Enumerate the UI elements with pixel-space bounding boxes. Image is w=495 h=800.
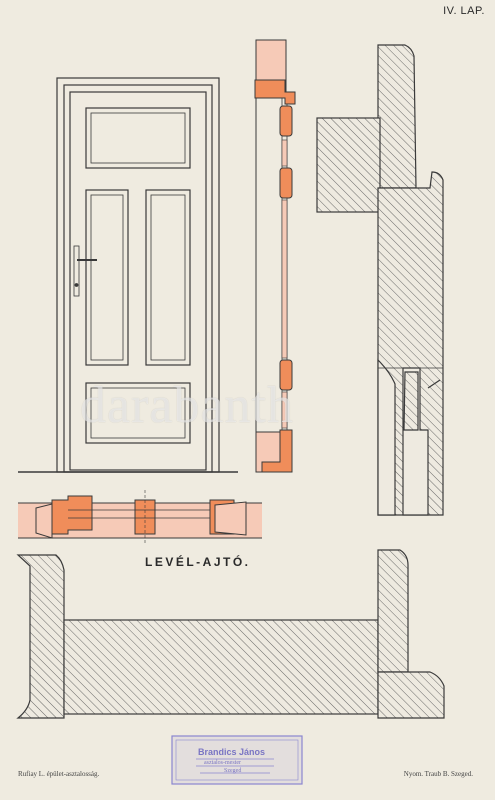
vertical-section — [254, 39, 296, 473]
door-elevation — [18, 77, 238, 473]
stamp-line-2: Szeged — [224, 768, 242, 774]
large-horizontal-detail — [16, 549, 445, 719]
keyhole — [74, 283, 79, 287]
stamp-frame — [171, 735, 303, 785]
stamp-name: Brandics János — [198, 747, 266, 757]
stamp-line-1: asztalos-mester — [204, 760, 241, 766]
footer-credit-right: Nyom. Traub B. Szeged. — [403, 770, 473, 778]
door-frame-inner — [63, 84, 213, 473]
bottom-panel — [85, 382, 191, 444]
footer-credit-left: Rufiay L. épület-asztalosság. — [18, 770, 100, 778]
large-profile-detail — [316, 44, 444, 516]
door-frame-outer — [56, 77, 220, 473]
drawing-title: LEVÉL-AJTÓ. — [145, 555, 251, 569]
middle-right-panel — [145, 189, 191, 366]
plate-number: IV. LAP. — [443, 5, 485, 17]
door-leaf — [69, 91, 207, 471]
top-panel — [85, 107, 191, 169]
horizontal-section — [18, 490, 262, 545]
door-handle-plate — [73, 245, 80, 297]
middle-left-panel — [85, 189, 129, 366]
